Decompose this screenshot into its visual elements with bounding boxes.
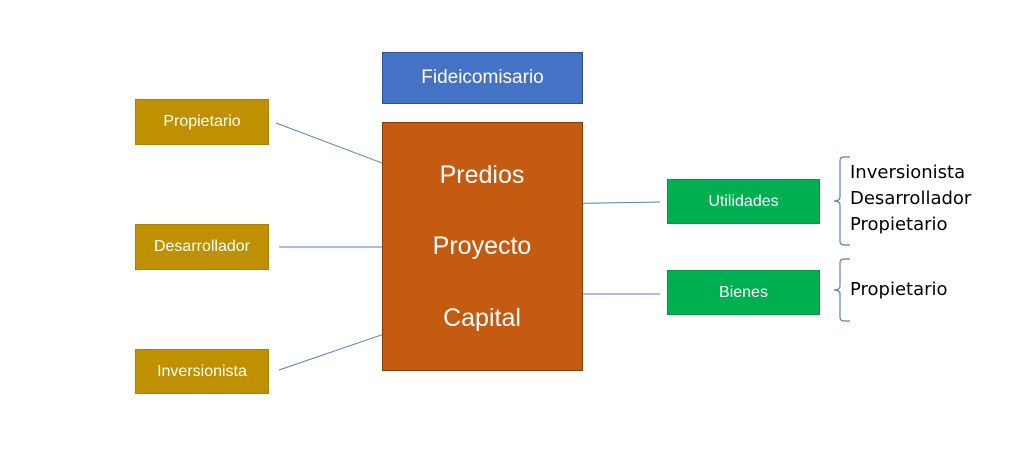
bienes-recipient-list: Propietario (850, 277, 948, 303)
inversionista-box: Inversionista (135, 349, 269, 394)
propietario-label: Propietario (163, 113, 241, 130)
central-item-predios: Predios (439, 161, 525, 189)
central-item-proyecto: Proyecto (432, 232, 532, 260)
utilidades-box: Utilidades (667, 179, 820, 224)
fideicomisario-label: Fideicomisario (421, 67, 544, 88)
inversionista-label: Inversionista (157, 362, 247, 380)
fideicomisario-box: Fideicomisario (382, 52, 583, 104)
brace-bienes (833, 258, 850, 322)
utilidades-recipient-list: Inversionista Desarrollador Propietario (850, 160, 971, 238)
propietario-box: Propietario (135, 99, 269, 145)
desarrollador-box: Desarrollador (135, 224, 269, 270)
bienes-recipient: Propietario (850, 279, 948, 300)
brace-utilidades (833, 156, 850, 246)
desarrollador-label: Desarrollador (153, 238, 251, 255)
central-item-capital: Capital (443, 304, 521, 332)
utilidades-recipient: Inversionista (850, 162, 966, 183)
utilidades-recipient: Propietario (850, 214, 948, 235)
central-box (382, 122, 583, 371)
utilidades-recipient: Desarrollador (850, 188, 972, 209)
bienes-box: Bienes (667, 270, 820, 315)
bienes-label: Bienes (719, 283, 768, 301)
utilidades-label: Utilidades (708, 192, 779, 210)
